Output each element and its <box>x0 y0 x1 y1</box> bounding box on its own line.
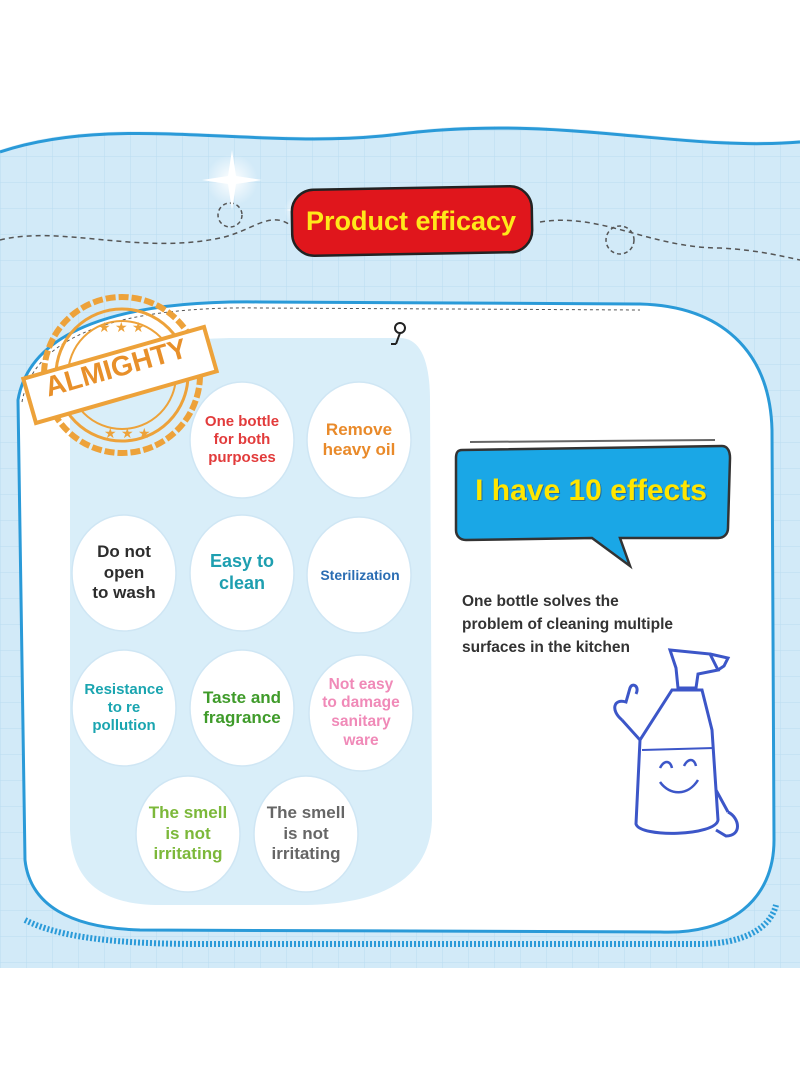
speech-bubble-label: I have 10 effects <box>475 474 707 507</box>
effect-taste-fragrance: Taste and fragrance <box>202 687 282 727</box>
effect-smell-not-irritating-green: The smell is not irritating <box>148 803 228 864</box>
effect-not-easy-damage: Not easy to damage sanitary ware <box>322 675 400 749</box>
effect-one-bottle: One bottle for both purposes <box>204 413 280 466</box>
effect-resistance: Resistance to re pollution <box>84 681 164 734</box>
svg-text:★ ★ ★: ★ ★ ★ <box>98 320 145 336</box>
description-text: One bottle solves the problem of cleanin… <box>462 593 673 656</box>
effect-smell-not-irritating-gray: The smell is not irritating <box>266 803 346 864</box>
key-icon <box>391 322 406 345</box>
effect-do-not-open: Do not open to wash <box>92 542 156 603</box>
page-title: Product efficacy <box>305 205 517 236</box>
effect-easy-to-clean: Easy to clean <box>209 551 275 593</box>
svg-text:★ ★ ★: ★ ★ ★ <box>104 426 151 442</box>
stamp-seal-icon: ★ ★ ★ ★ ★ ★ <box>20 294 220 456</box>
spray-bottle-mascot-icon <box>613 648 739 838</box>
title-banner <box>290 185 534 257</box>
effect-sterilization: Sterilization <box>320 566 400 583</box>
effect-remove-heavy-oil: Remove heavy oil <box>322 419 396 459</box>
speech-bubble <box>454 439 732 570</box>
